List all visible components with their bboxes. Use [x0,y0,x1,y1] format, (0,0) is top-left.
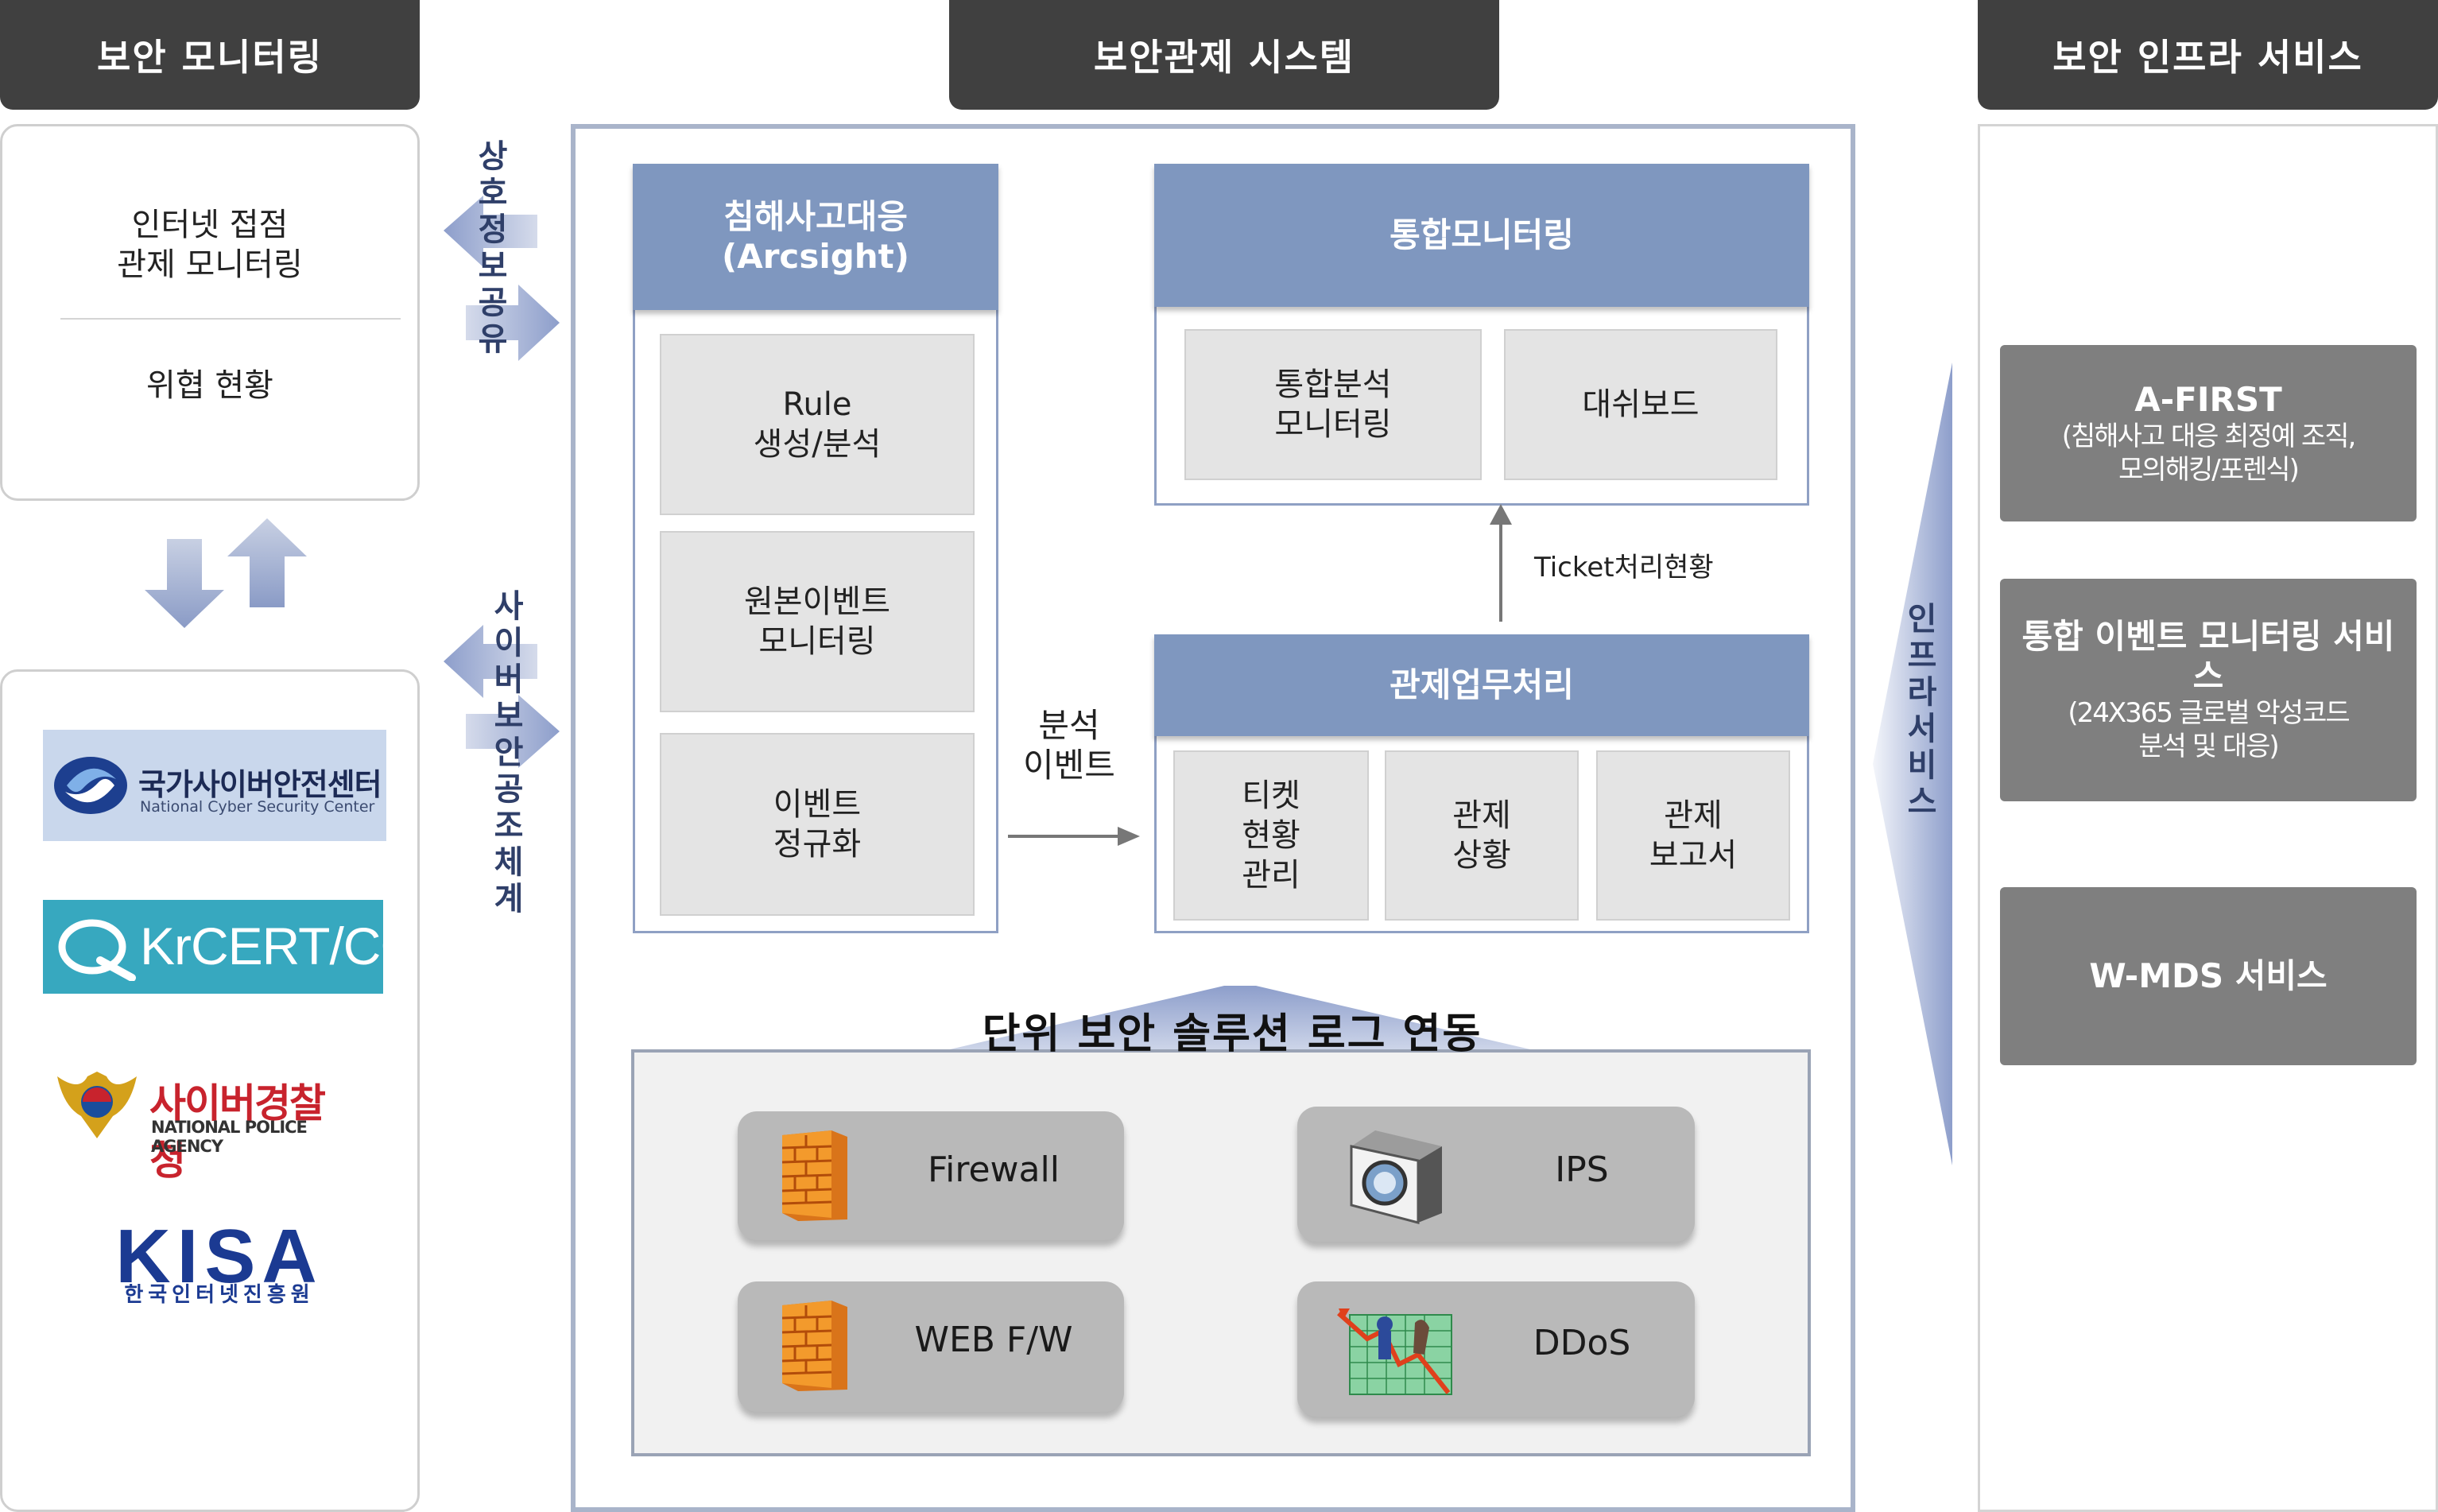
ips-label: IPS [1555,1150,1609,1190]
ncsc-emblem-icon [54,757,127,814]
integrated-event-monitoring-service: 통합 이벤트 모니터링 서비스 (24X365 글로벌 악성코드 분석 및 대응… [2000,579,2417,801]
incident-response-title: 침해사고대응 (Arcsight) [633,164,998,310]
dashboard-cell: 대쉬보드 [1504,329,1777,480]
control-operations-title: 관제업무처리 [1154,634,1809,736]
infra-service-arrow-icon [1873,362,1952,1165]
rule-analysis-cell: Rule 생성/분석 [660,334,975,515]
police-english: NATIONAL POLICE AGENCY [151,1118,308,1156]
header-security-control-system: 보안관제 시스템 [949,0,1499,110]
krcert-name: KrCERT/CC [140,917,418,975]
ddos-chart-icon [1337,1308,1452,1395]
web-firewall-label: WEB F/W [914,1320,1073,1360]
ticket-status-label: Ticket처리현황 [1534,552,1714,583]
internet-monitoring-panel [0,124,420,501]
ips-camera-icon [1350,1130,1442,1224]
firewall-label: Firewall [928,1150,1060,1190]
ticket-management-cell: 티켓 현황 관리 [1173,750,1369,921]
kisa-logo: KISA 한국인터넷진흥원 [68,1214,370,1312]
info-share-arrows-icon [444,196,560,361]
ncsc-name: 국가사이버안전센터 [138,767,382,802]
web-firewall-brick-icon [781,1301,847,1391]
control-report-cell: 관제 보고서 [1596,750,1790,921]
analysis-event-label: 분석 이벤트 [1023,706,1115,785]
exchange-arrows-icon [145,518,307,628]
ncsc-english: National Cyber Security Center [140,798,375,816]
police-emblem-icon [57,1072,137,1138]
krcert-logo: KrCERT/CC [43,900,418,994]
control-status-cell: 관제 상황 [1385,750,1579,921]
header-security-monitoring: 보안 모니터링 [0,0,420,110]
police-name: 사이버경찰청 [149,1080,326,1184]
krcert-emblem-icon [58,919,136,981]
left-separator [60,318,401,320]
solution-log-title: 단위 보안 솔루션 로그 연동 [982,1010,1483,1058]
police-logo: 사이버경찰청 NATIONAL POLICE AGENCY [56,1068,358,1184]
ncsc-logo: 국가사이버안전센터 National Cyber Security Center [43,730,386,841]
integrated-monitoring-title: 통합모니터링 [1154,164,1809,307]
firewall-brick-icon [781,1130,847,1221]
analysis-event-arrow-icon [1008,827,1140,846]
ddos-label: DDoS [1533,1323,1631,1363]
threat-status-label: 위협 현황 [146,367,273,404]
event-normalization-cell: 이벤트 정규화 [660,733,975,916]
header-security-infra-service: 보안 인프라 서비스 [1978,0,2438,110]
internet-contact-label: 인터넷 접점 관제 모니터링 [117,207,303,283]
kisa-name: KISA [115,1214,324,1299]
raw-event-monitoring-cell: 원본이벤트 모니터링 [660,531,975,712]
w-mds-service: W-MDS 서비스 [2000,887,2417,1065]
a-first-service: A-FIRST (침해사고 대응 최정예 조직, 모의해킹/포렌식) [2000,345,2417,521]
integrated-analysis-cell: 통합분석 모니터링 [1184,329,1482,480]
ticket-up-arrow-icon [1490,504,1512,622]
infra-service-panel [1978,124,2438,1512]
cyber-cooperation-arrows-icon [444,625,560,768]
kisa-korean: 한국인터넷진흥원 [124,1283,315,1307]
